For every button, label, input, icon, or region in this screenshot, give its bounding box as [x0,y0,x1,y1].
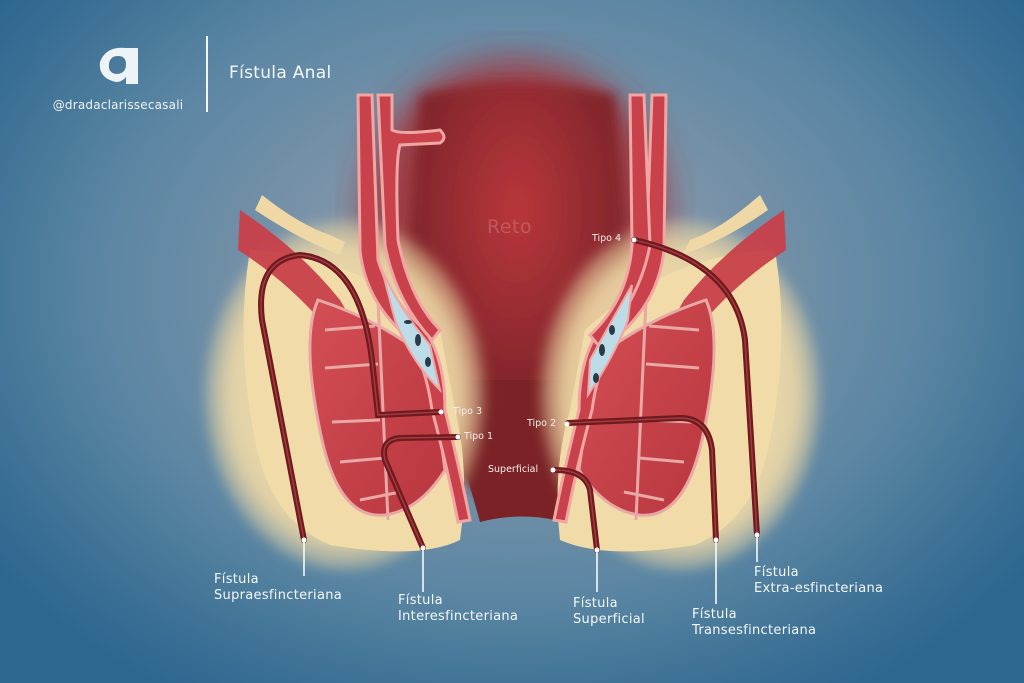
callout-transesfincteriana: Fístula Transesfincteriana [692,607,816,639]
callout-line2: Superficial [573,612,645,627]
sphincter-segments-left [324,299,401,521]
callout-line1: Fístula [573,596,618,611]
callout-supraesfincteriana: Fístula Supraesfincteriana [214,572,342,604]
callout-interesfincteriana: Fístula Interesfincteriana [398,593,518,625]
tag-tipo3: Tipo 3 [453,406,483,417]
page-title: Fístula Anal [229,63,332,83]
header-divider [206,36,208,112]
callout-line1: Fístula [692,607,737,622]
tag-superficial: Superficial [488,464,539,475]
intersphincteric-vessels-right [593,325,615,383]
callout-superficial: Fístula Superficial [573,596,645,628]
intersphincteric-vessels-left [404,320,431,367]
rectal-mucosa-left [376,93,446,343]
tag-tipo2: Tipo 2 [527,418,557,429]
callout-line2: Supraesfincteriana [214,588,343,603]
brand-block: @dradaclarissecasali [48,92,188,112]
intersphincteric-space-right [586,284,633,399]
fat-fold-left [255,195,345,255]
tract-endpoints [301,237,760,553]
brand-handle: @dradaclarissecasali [52,98,184,112]
callout-line2: Interesfincteriana [398,609,519,624]
organ-label-reto: Reto [487,216,533,238]
letter-a-logo-icon [99,47,138,84]
rectal-mucosa-right [587,93,652,348]
tag-tipo4: Tipo 4 [592,233,622,244]
callout-extraesfincteriana: Fístula Extra-esfincteriana [754,565,883,597]
callout-line2: Transesfincteriana [692,623,817,638]
callout-leader-lines [303,535,758,604]
callout-line2: Extra-esfincteriana [754,581,884,596]
callout-line1: Fístula [754,565,799,580]
tag-tipo1: Tipo 1 [464,431,494,442]
callout-line1: Fístula [398,593,443,608]
callout-line1: Fístula [214,572,259,587]
fat-fold-right [682,195,768,255]
